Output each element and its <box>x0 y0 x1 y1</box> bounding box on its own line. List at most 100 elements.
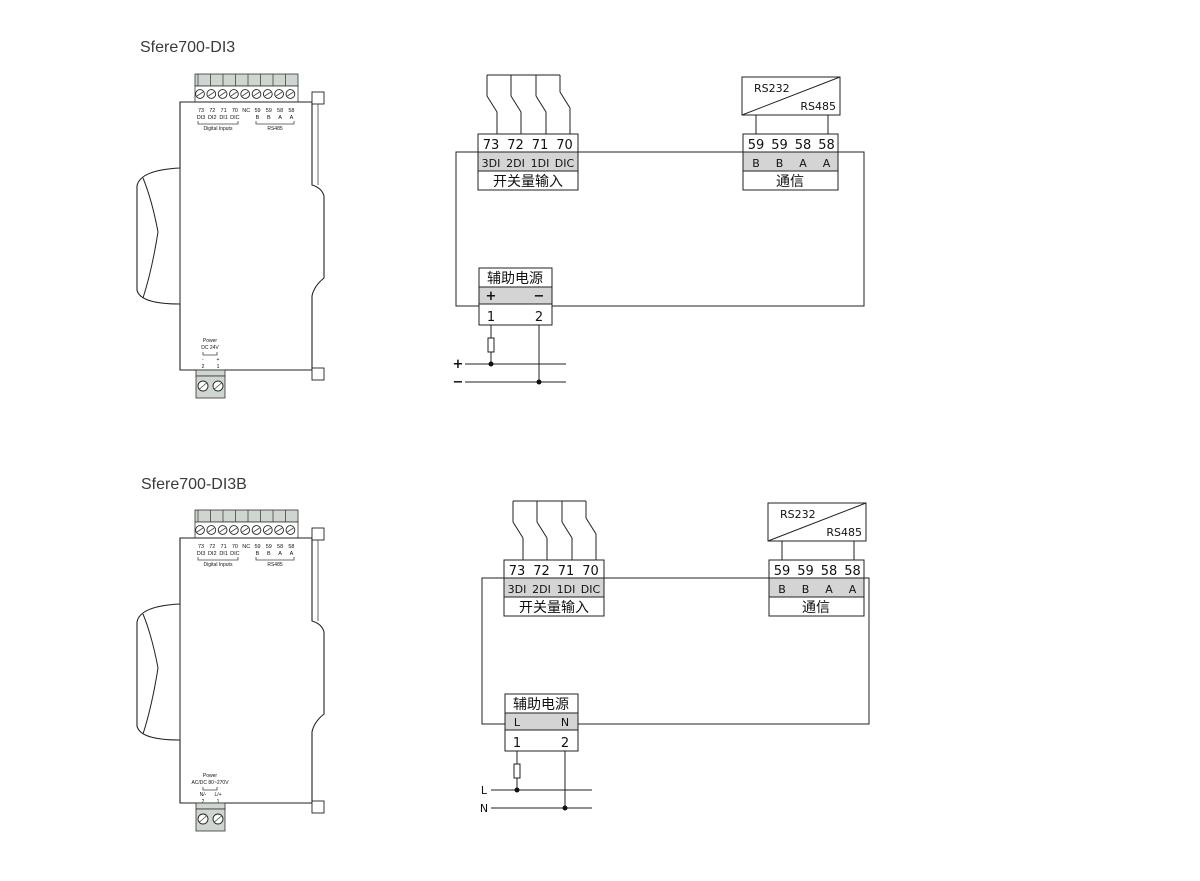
comm-caption: 通信 <box>802 600 830 616</box>
terminal-label: DI2 <box>208 115 217 121</box>
power-caption: 辅助电源 <box>487 271 543 287</box>
input-terminal-number: 71 <box>558 564 575 579</box>
power-terminal-cap <box>195 802 226 810</box>
comm-terminal-label: B <box>778 583 786 596</box>
input-caption: 开关量输入 <box>519 600 589 616</box>
terminal-number: 70 <box>232 544 238 550</box>
terminal-label: A <box>278 115 282 121</box>
screw-slot <box>219 527 226 533</box>
converter-divider <box>767 502 867 542</box>
converter-rs485-label: RS485 <box>826 526 862 539</box>
power-terminal-number: 2 <box>202 364 205 370</box>
screw-slot <box>275 91 283 97</box>
supply-line-label: + <box>453 357 464 372</box>
comm-terminal-number: 58 <box>844 564 861 579</box>
screw-slot <box>287 527 294 533</box>
power-polarity-left: + <box>486 289 497 304</box>
comm-terminal-label: A <box>825 583 833 596</box>
power-terminal-number: 1 <box>217 799 220 805</box>
comm-terminal-number: 58 <box>821 564 838 579</box>
input-terminal-label: 1DI <box>531 157 550 170</box>
converter-rs232-label: RS232 <box>780 508 816 521</box>
comm-terminal-label: B <box>776 157 784 170</box>
switch-contact <box>561 521 573 539</box>
terminal-number: 71 <box>221 108 227 114</box>
power-bracket <box>202 352 218 356</box>
terminal-label: A <box>290 551 294 557</box>
diagram-title: Sfere700-DI3 <box>140 39 235 56</box>
terminal-label: B <box>267 551 271 557</box>
terminal-number: 58 <box>288 544 294 550</box>
digital-inputs-label: Digital Inputs <box>204 562 233 568</box>
housing-grip <box>142 177 159 299</box>
terminal-label: DI3 <box>197 115 206 121</box>
supply-line-label: − <box>453 375 464 390</box>
screw-slot <box>264 91 272 97</box>
comm-terminal-number: 58 <box>795 138 812 153</box>
switch-contact <box>512 521 524 539</box>
terminal-label: DIC <box>230 551 240 557</box>
fuse-icon <box>487 337 495 353</box>
housing-grip <box>142 613 159 735</box>
power-label: Power <box>203 773 218 779</box>
input-terminal-number: 73 <box>483 138 500 153</box>
terminal-number: 58 <box>277 108 283 114</box>
terminal-label: DIC <box>230 115 240 121</box>
power-label: Power <box>203 338 218 344</box>
terminal-number: NC <box>242 544 250 550</box>
diagram-title: Sfere700-DI3B <box>141 476 247 493</box>
screw-slot <box>230 527 238 533</box>
digital-inputs-bracket <box>197 121 239 125</box>
converter-rs485-label: RS485 <box>800 100 836 113</box>
switch-contact <box>585 517 597 535</box>
power-terminal-number: 1 <box>487 310 495 325</box>
junction-dot <box>514 787 520 793</box>
meter-enclosure <box>455 151 865 307</box>
comm-terminal-number: 58 <box>818 138 835 153</box>
screw-slot <box>196 527 204 533</box>
comm-terminal-label: B <box>752 157 760 170</box>
terminal-label: B <box>256 115 260 121</box>
screw-slot <box>264 527 272 533</box>
switch-contact <box>559 91 571 109</box>
switch-contact <box>536 521 548 539</box>
comm-terminal-number: 59 <box>748 138 765 153</box>
power-polarity: L/+ <box>214 792 221 798</box>
input-terminal-label: 1DI <box>557 583 576 596</box>
screw-slot <box>199 815 207 823</box>
terminal-number: 59 <box>254 108 260 114</box>
comm-terminal-label: A <box>823 157 831 170</box>
terminal-label: A <box>290 115 294 121</box>
input-terminal-label: DIC <box>581 583 601 596</box>
digital-inputs-label: Digital Inputs <box>204 126 233 132</box>
input-caption: 开关量输入 <box>493 174 563 190</box>
screw-slot <box>230 91 238 97</box>
input-terminal-number: 73 <box>509 564 526 579</box>
terminal-number: 59 <box>266 108 272 114</box>
converter-rs232-label: RS232 <box>754 82 790 95</box>
digital-inputs-bracket <box>197 557 239 561</box>
comm-terminal-number: 59 <box>771 138 788 153</box>
comm-terminal-number: 59 <box>797 564 814 579</box>
input-terminal-label: 3DI <box>508 583 527 596</box>
input-terminal-number: 70 <box>582 564 599 579</box>
input-terminal-number: 71 <box>532 138 549 153</box>
power-polarity: N/- <box>200 792 207 798</box>
power-terminal-number: 2 <box>202 799 205 805</box>
power-terminal-number: 1 <box>513 736 521 751</box>
screw-slot <box>241 91 249 97</box>
terminal-number: 72 <box>209 108 215 114</box>
junction-dot <box>562 805 568 811</box>
rail-clip-bottom <box>311 367 325 381</box>
switch-contact <box>535 95 547 113</box>
switch-contact <box>510 95 522 113</box>
screw-slot <box>208 91 215 97</box>
rs485-label: RS485 <box>267 562 283 568</box>
terminal-number: 70 <box>232 108 238 114</box>
terminal-label: B <box>256 551 260 557</box>
screw-slot <box>199 382 207 390</box>
terminal-label: DI1 <box>219 115 228 121</box>
